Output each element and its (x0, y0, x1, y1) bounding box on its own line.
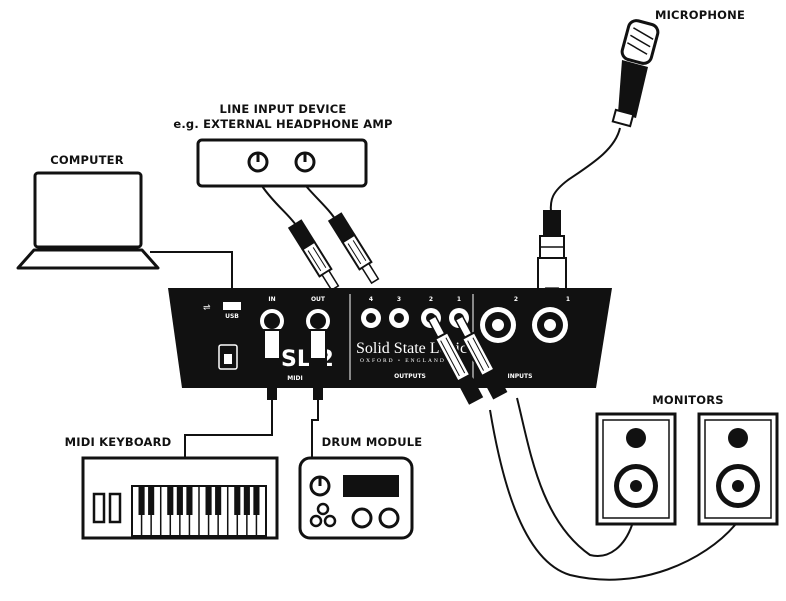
jack-plug-3 (327, 212, 380, 285)
black-key (205, 486, 212, 515)
midi-keyboard-icon (81, 456, 279, 540)
midi-drum-cable (311, 400, 319, 458)
jack-plug-1 (454, 315, 508, 400)
output-3-label: 3 (397, 296, 401, 303)
brand-subtitle: OXFORD • ENGLAND (360, 358, 446, 364)
monitor-left-icon (595, 412, 677, 526)
computer-label: COMPUTER (50, 153, 124, 167)
black-key (243, 486, 250, 515)
midi-plug-in (263, 329, 281, 400)
drum-module-label: DRUM MODULE (322, 435, 423, 449)
black-key (234, 486, 241, 515)
black-key (138, 486, 145, 515)
audio-interface: ⇌ USB IN OUT SL 2 MIDI 4 3 2 1 Solid Sta… (168, 288, 612, 388)
input-2-label: 2 (514, 296, 518, 303)
black-key (148, 486, 155, 515)
black-key (186, 486, 193, 515)
cables (150, 127, 736, 581)
line-cable-left (261, 185, 299, 229)
jack-plug-2 (427, 315, 484, 405)
input-1-label: 1 (566, 296, 570, 303)
black-key (167, 486, 174, 515)
microphone-label: MICROPHONE (655, 8, 745, 22)
outputs-label: OUTPUTS (394, 373, 426, 380)
usb-label: USB (225, 313, 239, 320)
usb-cable (150, 251, 233, 302)
drum-module-icon (298, 456, 414, 540)
line-cable-right (305, 185, 338, 223)
line-input-device-subtitle: e.g. EXTERNAL HEADPHONE AMP (173, 117, 392, 131)
output-1-label: 1 (457, 296, 461, 303)
midi-in-label: IN (268, 296, 275, 303)
lock-icon (218, 344, 238, 370)
line-input-device (196, 138, 368, 188)
microphone (611, 19, 660, 128)
jack-plug-4 (287, 219, 340, 292)
monitor-right-icon (697, 412, 779, 526)
output-4-label: 4 (369, 296, 373, 303)
monitors-label: MONITORS (652, 393, 723, 407)
midi-plug-out (309, 329, 327, 400)
black-key (253, 486, 260, 515)
midi-keyboard-cable (184, 400, 273, 458)
monitor-cable-left (489, 409, 736, 581)
black-key (176, 486, 183, 515)
monitor-cable-right (516, 397, 633, 557)
inputs-label: INPUTS (508, 373, 533, 380)
laptop-icon (16, 171, 160, 270)
midi-label: MIDI (287, 375, 302, 382)
mic-cable (549, 127, 621, 213)
output-2-label: 2 (429, 296, 433, 303)
midi-keyboard-label: MIDI KEYBOARD (65, 435, 172, 449)
line-input-device-title: LINE INPUT DEVICE (220, 102, 347, 116)
black-key (215, 486, 222, 515)
midi-out-label: OUT (311, 296, 326, 303)
usb-icon: ⇌ (203, 303, 211, 313)
